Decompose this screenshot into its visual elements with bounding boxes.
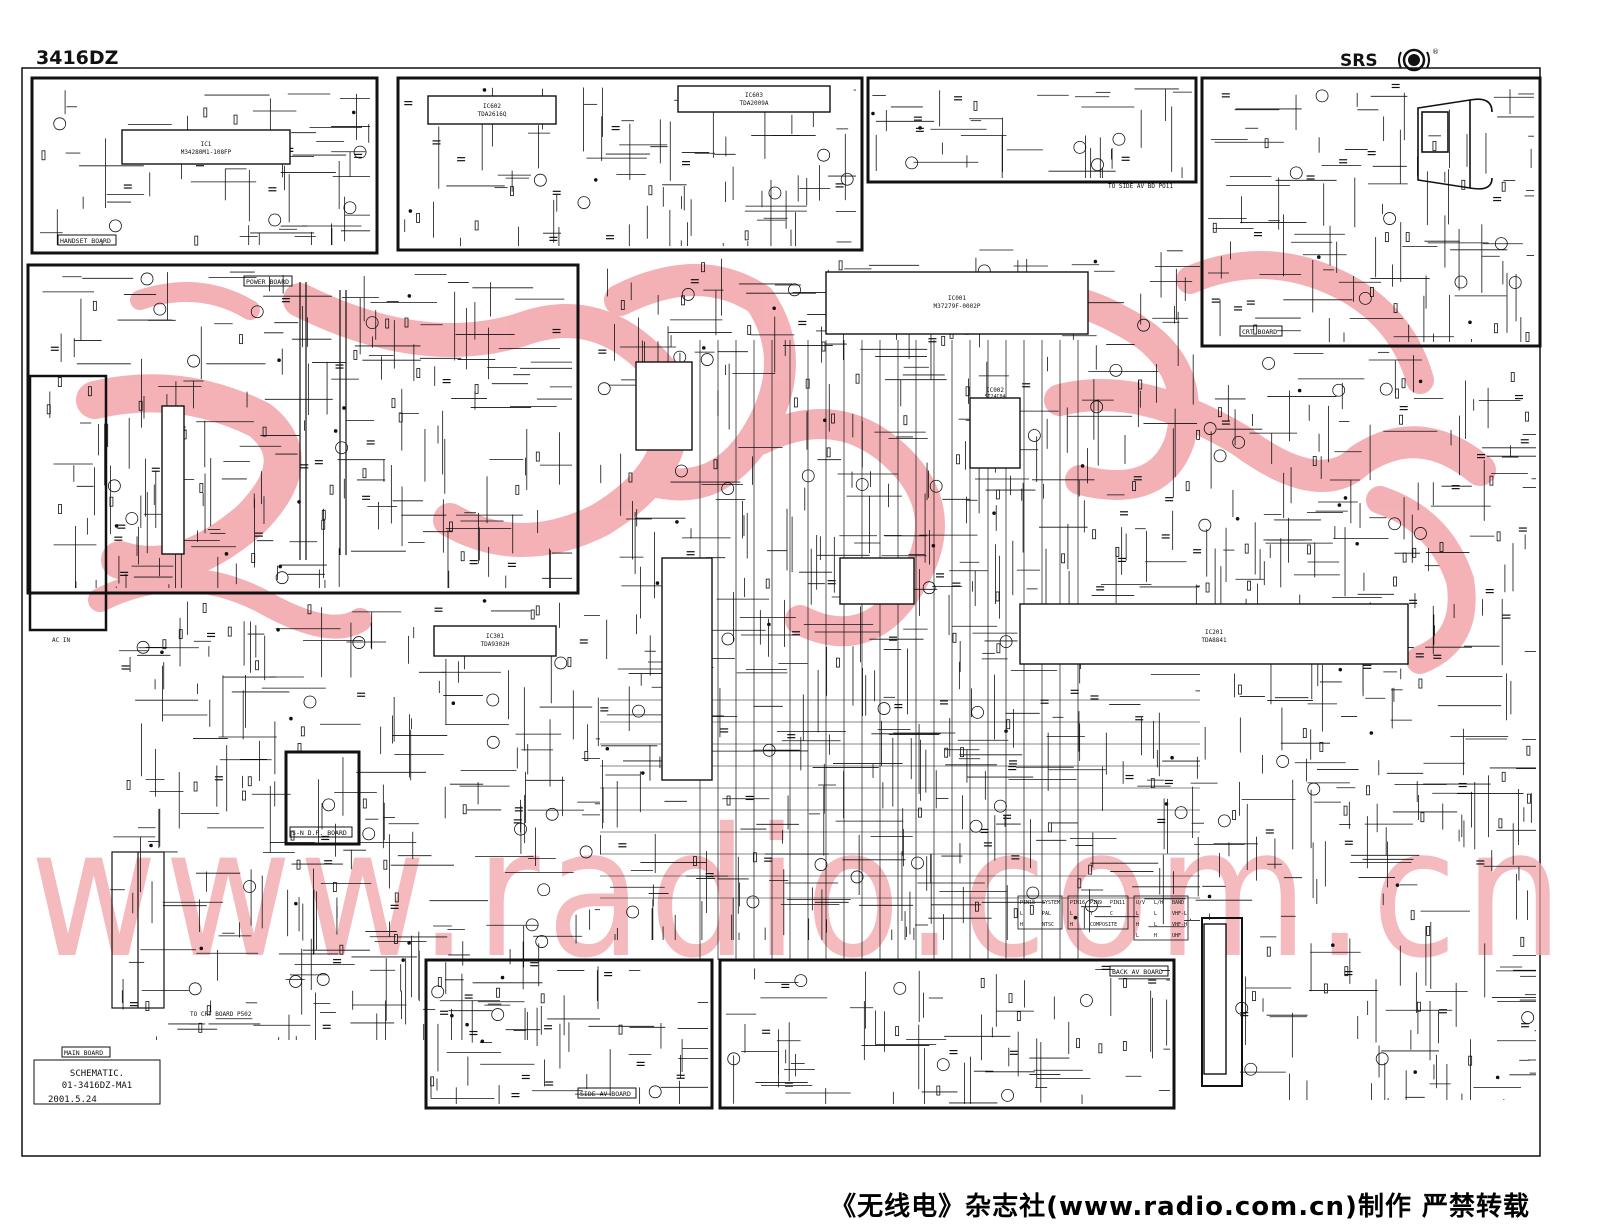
tuner-module: [1203, 923, 1227, 1075]
ac-in-label: AC IN: [52, 637, 70, 644]
to-side-label: TO SIDE AV BD PO11: [1108, 183, 1173, 190]
ic201-part: TDA8841: [1201, 637, 1227, 644]
table-cell: NTSC: [1042, 922, 1054, 928]
table-cell: VHF-H: [1172, 922, 1187, 928]
ic803-chip: [635, 361, 693, 451]
ic301-part: TDA9302H: [481, 641, 510, 648]
table-cell: H: [1020, 922, 1023, 928]
ic002-part: ST24C04: [984, 394, 1005, 400]
table-header: PIN9: [1090, 900, 1102, 906]
power-board-label: POWER BOARD: [246, 278, 289, 286]
table-cell: Y: [1090, 911, 1093, 917]
table-cell: L: [1136, 933, 1139, 939]
svg-text:SRS: SRS: [1340, 51, 1378, 71]
ac-input-frame: [28, 374, 108, 632]
main-board-label: MAIN BOARD: [64, 1049, 103, 1057]
ic201-label: IC201: [1205, 629, 1223, 636]
side-av-board-frame: [424, 958, 714, 1110]
svg-text:www.radio.com.cn: www.radio.com.cn: [30, 790, 1570, 997]
table-cell: UHF: [1172, 933, 1181, 939]
crt-board-frame: [1200, 76, 1542, 348]
table-header: U/V: [1136, 900, 1145, 906]
table-header: PIN11: [1110, 900, 1125, 906]
crt-board-label: CRT BOARD: [1242, 328, 1277, 336]
table-header: L/H: [1154, 900, 1163, 906]
table-header: PIN16: [1070, 900, 1085, 906]
front-control-frame: [866, 76, 1198, 184]
table-cell: COMPOSITE: [1090, 922, 1117, 928]
snd-board-label: S-N D.P. BOARD: [292, 829, 347, 837]
table-cell: H: [1136, 922, 1139, 928]
flyback-transformer: [111, 851, 165, 1009]
table-cell: L: [1070, 911, 1073, 917]
table-cell: C: [1110, 911, 1113, 917]
table-cell: VHF-L: [1172, 911, 1187, 917]
ic801-chip: [661, 557, 713, 781]
ic-chips: [121, 85, 1409, 1075]
ic001-label: IC001: [948, 295, 966, 302]
table-header: BAND: [1172, 900, 1184, 906]
ic001-part: M37279F-0002P: [934, 303, 981, 310]
table-header: PIN18: [1020, 900, 1035, 906]
handset-board-frame: [30, 76, 379, 255]
snd-board-frame: [284, 750, 361, 846]
schematic-date: 2001.5.24: [48, 1095, 97, 1105]
ic301-label: IC301: [486, 633, 504, 640]
table-cell: H: [1154, 933, 1157, 939]
ic001-chip: [825, 271, 1089, 335]
table-header: SYSTEM: [1042, 900, 1060, 906]
power-ic-chip: [161, 405, 185, 555]
ic602-part: TDA2616Q: [478, 111, 507, 118]
ic1-chip: [121, 129, 291, 165]
svg-text:®: ®: [1432, 48, 1439, 56]
power-board-frame: [26, 263, 580, 595]
model-title: 3416DZ: [36, 47, 118, 69]
ic301-chip: [433, 625, 557, 657]
ic002-label: IC002: [986, 387, 1004, 394]
schematic-number: 01-3416DZ-MA1: [62, 1081, 132, 1091]
ic602-label: IC602: [483, 103, 501, 110]
ic603-part: TDA2009A: [740, 100, 769, 107]
back-av-board-frame: [718, 958, 1176, 1110]
crt-socket: [1417, 98, 1493, 190]
back-av-board-label: BACK AV BOARD: [1112, 968, 1163, 976]
power-transformer: [299, 282, 347, 560]
schematic-label: SCHEMATIC.: [70, 1069, 124, 1079]
watermark-url: www.radio.com.cn: [30, 790, 1570, 997]
table-cell: PAL: [1042, 911, 1051, 917]
ic201-chip: [1019, 603, 1409, 665]
ic701-chip: [839, 557, 915, 605]
ic002-chip: [969, 397, 1021, 469]
ic1-part: M34280M1-108FP: [181, 149, 232, 156]
footer: 《无线电》杂志社(www.radio.com.cn)制作 严禁转载: [0, 1182, 1600, 1222]
table-cell: H: [1070, 922, 1073, 928]
srs-logo: SRS ®: [1340, 48, 1439, 72]
ic603-label: IC603: [745, 92, 763, 99]
wiring: [40, 85, 1536, 1104]
sheet-frame: [21, 67, 1541, 1157]
footer-credit: 《无线电》杂志社(www.radio.com.cn)制作 严禁转载: [830, 1192, 1530, 1222]
audio-board-frame: [396, 76, 864, 252]
table-cell: L: [1154, 922, 1157, 928]
title-block: SCHEMATIC. 01-3416DZ-MA1 2001.5.24: [33, 1059, 161, 1105]
table-cell: L: [1136, 911, 1139, 917]
handset-board-label: HANDSET BOARD: [60, 237, 111, 245]
ic603-chip: [677, 85, 831, 113]
ic1-label: IC1: [201, 141, 212, 148]
ic602-chip: [427, 95, 557, 125]
table-cell: L: [1154, 911, 1157, 917]
to-crt-label: TO CRT BOARD P502: [190, 1011, 252, 1018]
table-cell: L: [1020, 911, 1023, 917]
